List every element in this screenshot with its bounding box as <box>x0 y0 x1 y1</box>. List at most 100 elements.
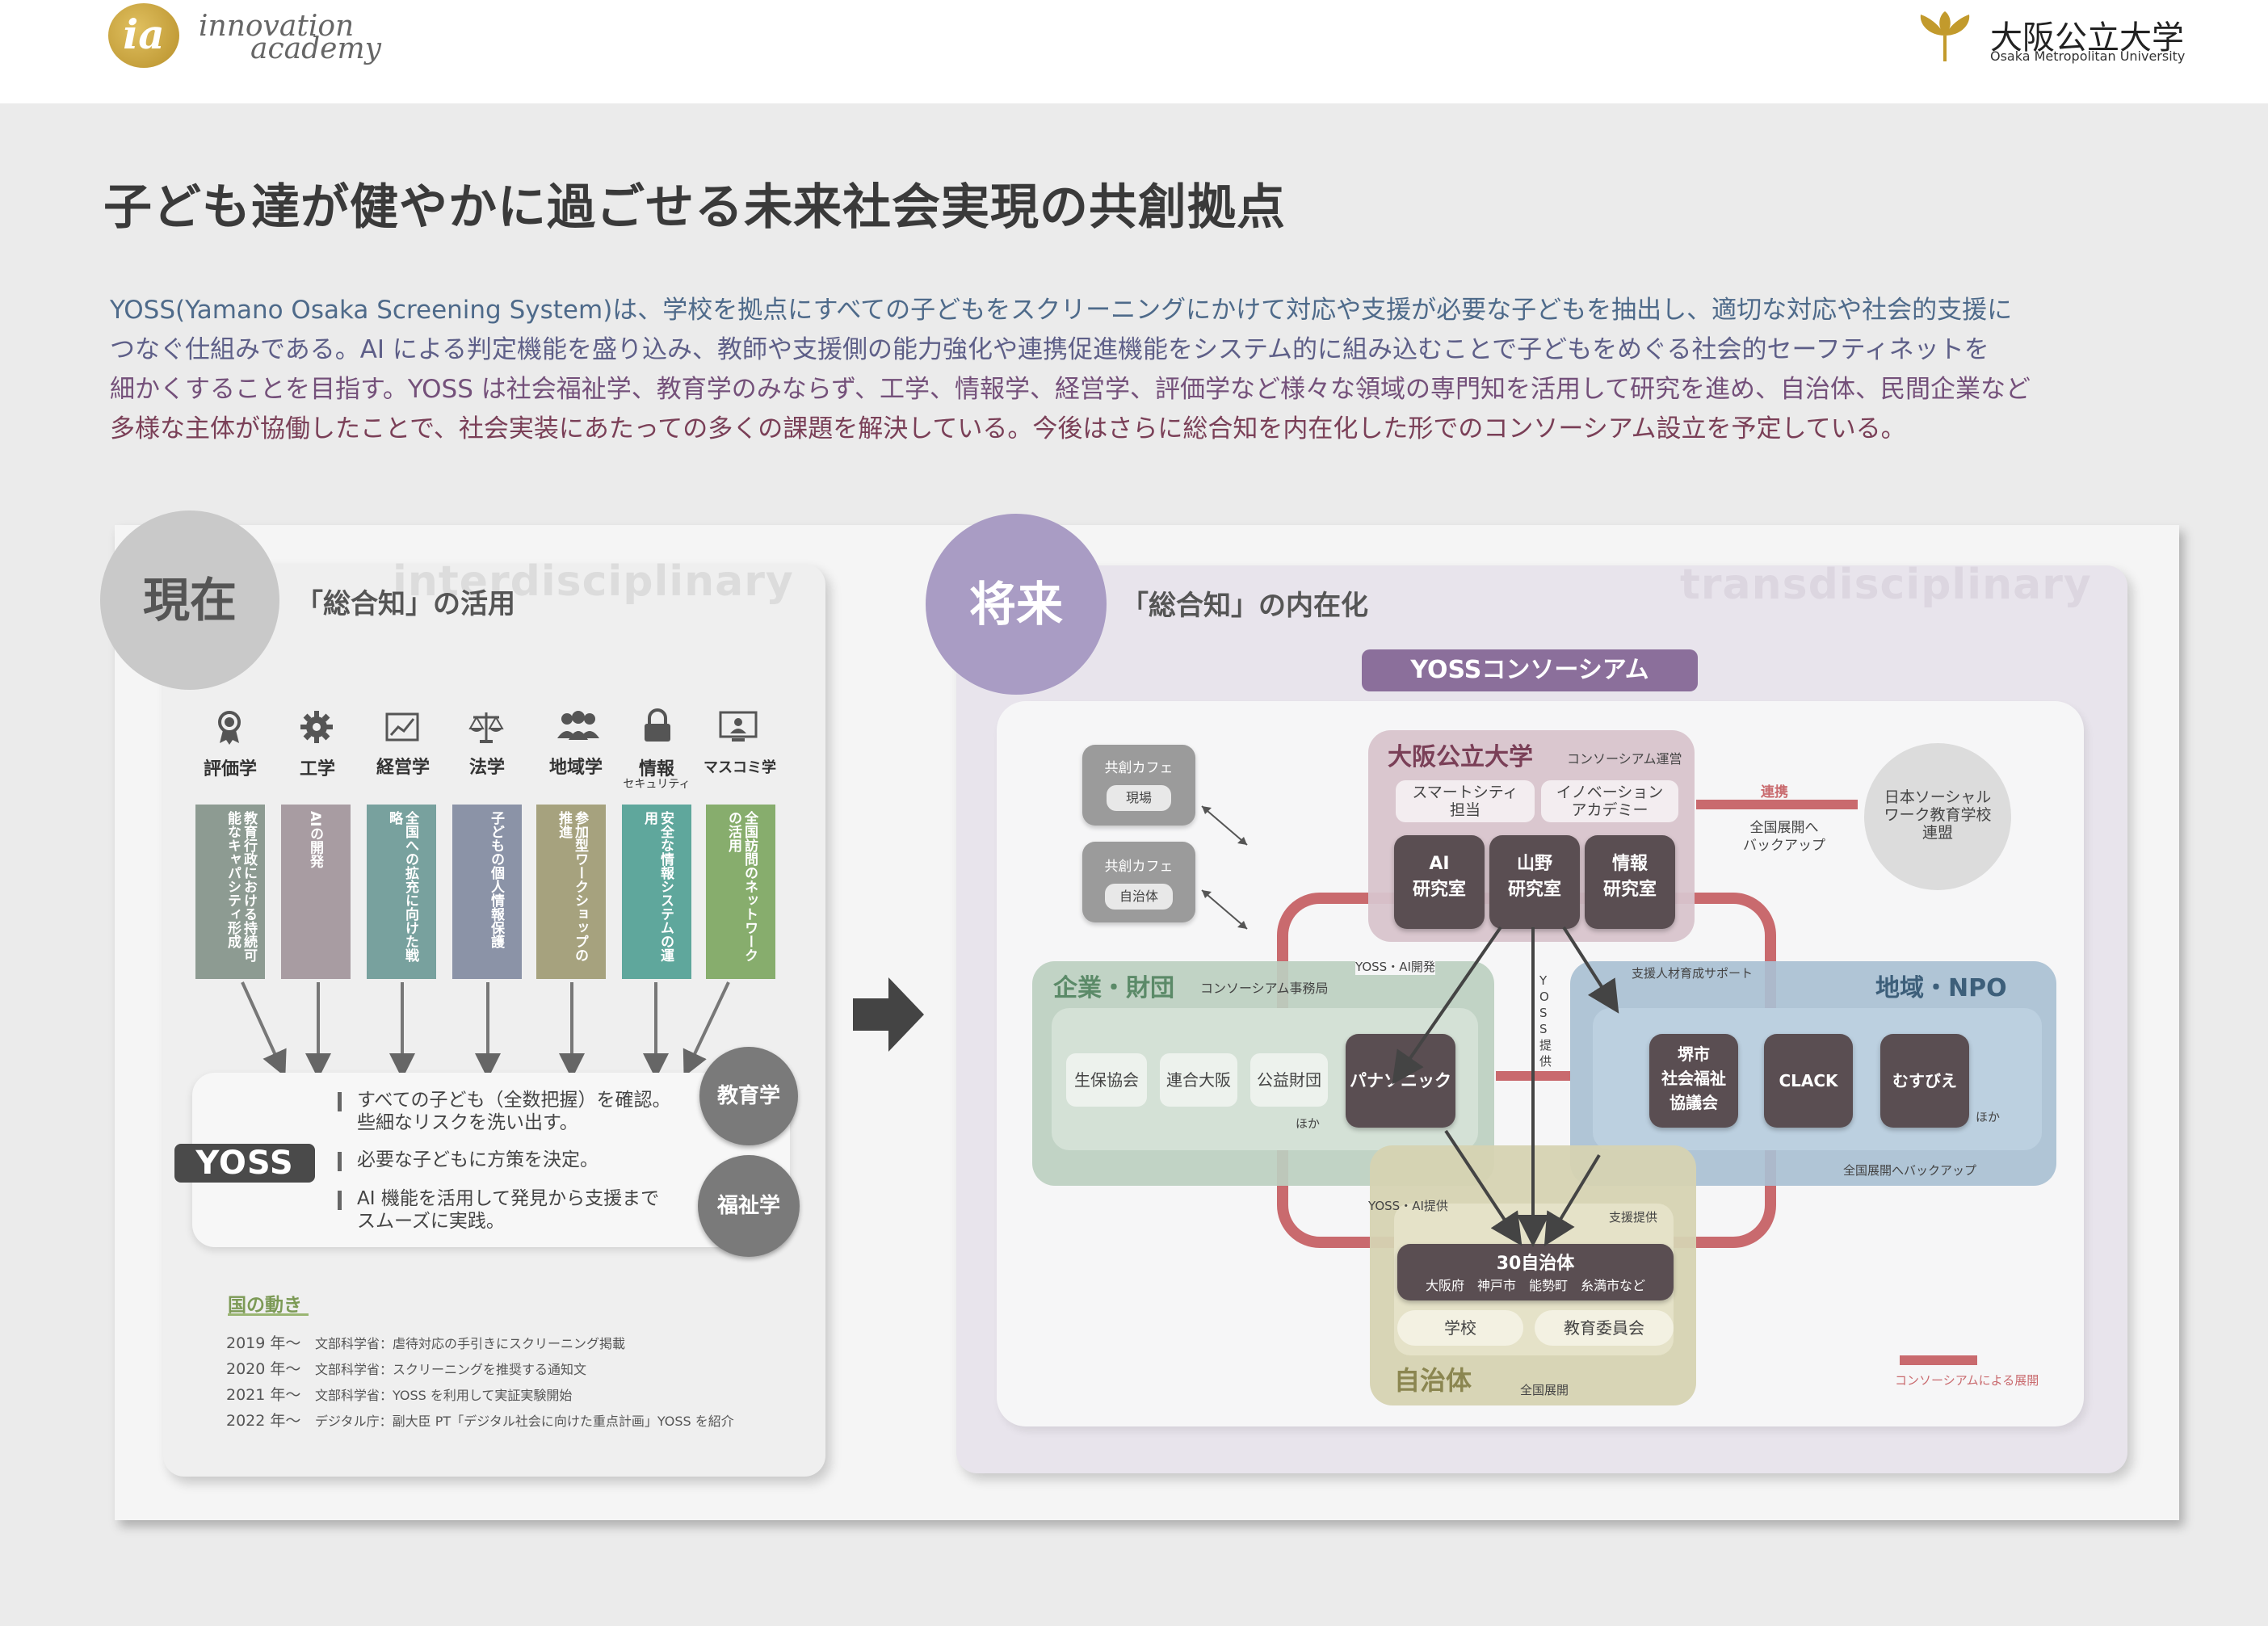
jswa-circle: 日本ソーシャル ワーク教育学校 連盟 <box>1864 743 2011 890</box>
yoss-ai-provide-label: YOSS・AI提供 <box>1368 1199 1448 1213</box>
field-label-law: 法学 <box>468 758 505 778</box>
region-clack: CLACK <box>1764 1034 1853 1128</box>
gear-icon <box>300 711 333 743</box>
intro-line: 細かくすることを目指す。YOSS は社会福祉学、教育学のみならず、工学、情報学、… <box>110 375 2031 404</box>
page-title: 子ども達が健やかに過ごせる未来社会実現の共創拠点 <box>103 179 1286 236</box>
field-box-text: AIの開発 <box>307 811 323 868</box>
field-label-information: 情報 <box>638 759 674 779</box>
cafe-title: 共創カフェ <box>1104 760 1174 776</box>
corp-subtitle: コンソーシアム事務局 <box>1200 981 1329 996</box>
omu-subtitle: コンソーシアム運営 <box>1567 751 1682 767</box>
field-label-mass-comm: マスコミ学 <box>704 759 776 776</box>
corp-item: 公益財団 <box>1250 1053 1328 1107</box>
national-text: 文部科学省：YOSS を利用して実証実験開始 <box>315 1388 573 1403</box>
nationwide-label: 全国展開 <box>1520 1383 1569 1397</box>
transition-arrow-icon <box>853 977 924 1052</box>
field-label-engineering: 工学 <box>299 759 335 779</box>
backup-label: 全国展開へ バックアップ <box>1743 820 1825 854</box>
intro-line: つなぐ仕組みである。AI による判定機能を盛り込み、教師や支援側の能力強化や連携… <box>110 335 1989 364</box>
cafe-tag: 現場 <box>1107 785 1171 811</box>
field-box-text: 子どもの個人情報保護 <box>488 811 504 948</box>
corp-item: 連合大阪 <box>1160 1053 1237 1107</box>
field-box: 全国訪問のネットワークの活用 <box>706 805 775 979</box>
bullet-text: AI 機能を活用して発見から支援まで スムーズに実践。 <box>357 1188 660 1232</box>
ia-logo: ia <box>108 3 179 68</box>
cafe-box-municipality <box>1082 842 1195 922</box>
info-lab: 情報 研究室 <box>1585 835 1675 929</box>
watermark-transdisciplinary: transdisciplinary <box>1680 561 2092 609</box>
legend-swatch <box>1900 1355 1977 1365</box>
field-sublabel-security: セキュリティ <box>623 778 691 791</box>
field-arrows <box>241 981 730 1079</box>
welfare-circle: 福祉学 <box>698 1155 800 1257</box>
region-title: 地域・NPO <box>1875 974 2007 1002</box>
yamano-lab: 山野 研究室 <box>1489 835 1580 929</box>
monitor-icon <box>719 711 758 742</box>
national-year: 2021 年〜 <box>226 1386 301 1404</box>
national-underline <box>228 1313 309 1316</box>
muni-title: 自治体 <box>1394 1365 1472 1396</box>
people-icon <box>557 711 599 740</box>
field-box-text: 全国訪問のネットワークの活用 <box>725 811 758 962</box>
field-label-management: 経営学 <box>376 758 430 778</box>
field-box: 全国への拡充に向けた戦略 <box>367 805 436 979</box>
field-box: 教育行政における持続可能なキャパシティ形成 <box>195 805 265 979</box>
cafe-title: 共創カフェ <box>1104 859 1174 875</box>
award-icon <box>218 711 241 745</box>
lock-icon <box>645 708 670 742</box>
current-subtitle: 「総合知」の活用 <box>296 588 515 620</box>
omu-name-en: Osaka Metropolitan University <box>1990 48 2186 64</box>
support-provide-label: 支援提供 <box>1609 1210 1658 1225</box>
header-bar: ia innovation academy 大阪公立大学 Osaka Metro… <box>0 0 2268 103</box>
field-box-text: 全国への拡充に向けた戦略 <box>386 811 418 962</box>
field-box-text: 参加型ワークショップの推進 <box>556 811 588 962</box>
corp-title: 企業・財団 <box>1053 974 1174 1002</box>
omu-title: 大阪公立大学 <box>1388 743 1533 771</box>
region-sakai: 堺市 社会福祉 協議会 <box>1649 1034 1738 1128</box>
yoss-label: YOSS <box>174 1144 315 1183</box>
chart-icon <box>385 712 419 742</box>
education-circle: 教育学 <box>699 1047 798 1145</box>
field-box-text: 教育行政における持続可能なキャパシティ形成 <box>225 811 257 962</box>
national-text: 文部科学省：虐待対応の手引きにスクリーニング掲載 <box>315 1336 626 1351</box>
consortium-banner: YOSSコンソーシアム <box>1362 649 1698 691</box>
region-etc: ほか <box>1976 1110 2001 1124</box>
field-box: 子どもの個人情報保護 <box>452 805 522 979</box>
national-title: 国の動き <box>228 1295 302 1316</box>
innovation-academy-tag: イノベーション アカデミー <box>1541 780 1678 822</box>
bullet-marker <box>338 1092 342 1111</box>
future-circle: 将来 <box>926 514 1107 695</box>
legend-label: コンソーシアムによる展開 <box>1895 1373 2039 1388</box>
bullet-marker <box>338 1152 342 1171</box>
field-box: 安全な情報システムの運用 <box>622 805 691 979</box>
national-row: 2020 年〜文部科学省：スクリーニングを推奨する通知文 <box>226 1357 586 1379</box>
bullet-text: 必要な子どもに方策を決定。 <box>357 1149 598 1170</box>
omu-ginkgo-icon <box>1920 11 1970 61</box>
national-row: 2019 年〜文部科学省：虐待対応の手引きにスクリーニング掲載 <box>226 1331 625 1353</box>
corp-etc: ほか <box>1296 1116 1321 1131</box>
school-pill: 学校 <box>1397 1310 1523 1346</box>
yoss-ai-dev-label: YOSS・AI開発 <box>1355 958 1435 975</box>
yoss-provide-label: YOSS提供 <box>1539 973 1552 1069</box>
cafe-tag: 自治体 <box>1105 884 1173 910</box>
national-year: 2019 年〜 <box>226 1334 301 1352</box>
smart-city-tag: スマートシティ 担当 <box>1396 780 1535 822</box>
renkei-link <box>1696 800 1858 809</box>
national-row: 2021 年〜文部科学省：YOSS を利用して実証実験開始 <box>226 1383 572 1405</box>
field-label-evaluation: 評価学 <box>203 759 257 779</box>
board-pill: 教育委員会 <box>1535 1310 1674 1346</box>
national-text: 文部科学省：スクリーニングを推奨する通知文 <box>315 1362 587 1377</box>
intro-paragraph: YOSS(Yamano Osaka Screening System)は、学校を… <box>110 291 2178 449</box>
intro-line: YOSS(Yamano Osaka Screening System)は、学校を… <box>110 296 2013 325</box>
logo-word-academy: academy <box>250 32 381 65</box>
national-text: デジタル庁：副大臣 PT「デジタル社会に向けた重点計画」YOSS を紹介 <box>315 1414 734 1429</box>
muni-count-box <box>1397 1244 1674 1300</box>
logo-word-innovation: innovation <box>199 10 355 43</box>
corp-item: 生保協会 <box>1066 1053 1147 1107</box>
scales-icon <box>468 712 504 743</box>
backup-label-2: 全国展開へバックアップ <box>1843 1163 1977 1178</box>
watermark-interdisciplinary: interdisciplinary <box>393 557 794 606</box>
renkei-label: 連携 <box>1761 784 1788 800</box>
region-musubie: むすびえ <box>1880 1034 1969 1128</box>
field-box: 参加型ワークショップの推進 <box>536 805 606 979</box>
